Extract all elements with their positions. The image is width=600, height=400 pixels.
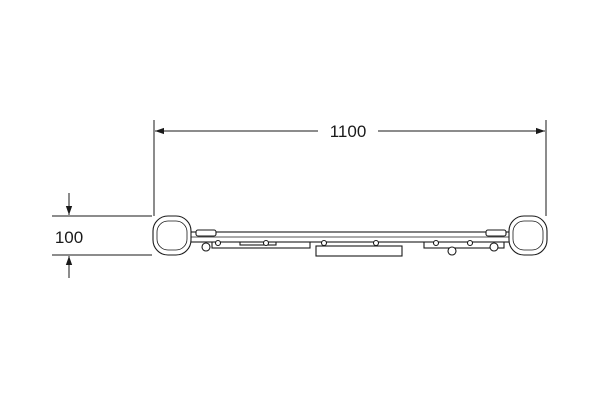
screw bbox=[201, 242, 211, 252]
width-label: 1100 bbox=[330, 122, 367, 141]
right-end-cap-inner bbox=[512, 220, 544, 251]
screw bbox=[489, 242, 499, 252]
grab-bar bbox=[152, 215, 548, 257]
screw bbox=[214, 239, 222, 247]
hinge-clip bbox=[195, 229, 217, 237]
height-label: 100 bbox=[55, 228, 83, 247]
screw bbox=[466, 239, 474, 247]
screw bbox=[320, 239, 328, 247]
right-end-cap bbox=[508, 215, 548, 256]
screw bbox=[432, 239, 440, 247]
left-end-cap bbox=[152, 215, 192, 256]
mounting-plate bbox=[315, 245, 403, 257]
screw bbox=[447, 246, 457, 256]
height-dimension: 100 bbox=[52, 193, 152, 278]
hinge-clip bbox=[485, 229, 507, 237]
screw bbox=[262, 239, 270, 247]
left-end-cap-inner bbox=[156, 220, 188, 251]
width-dimension: 1100 bbox=[153, 120, 547, 216]
screw bbox=[372, 239, 380, 247]
